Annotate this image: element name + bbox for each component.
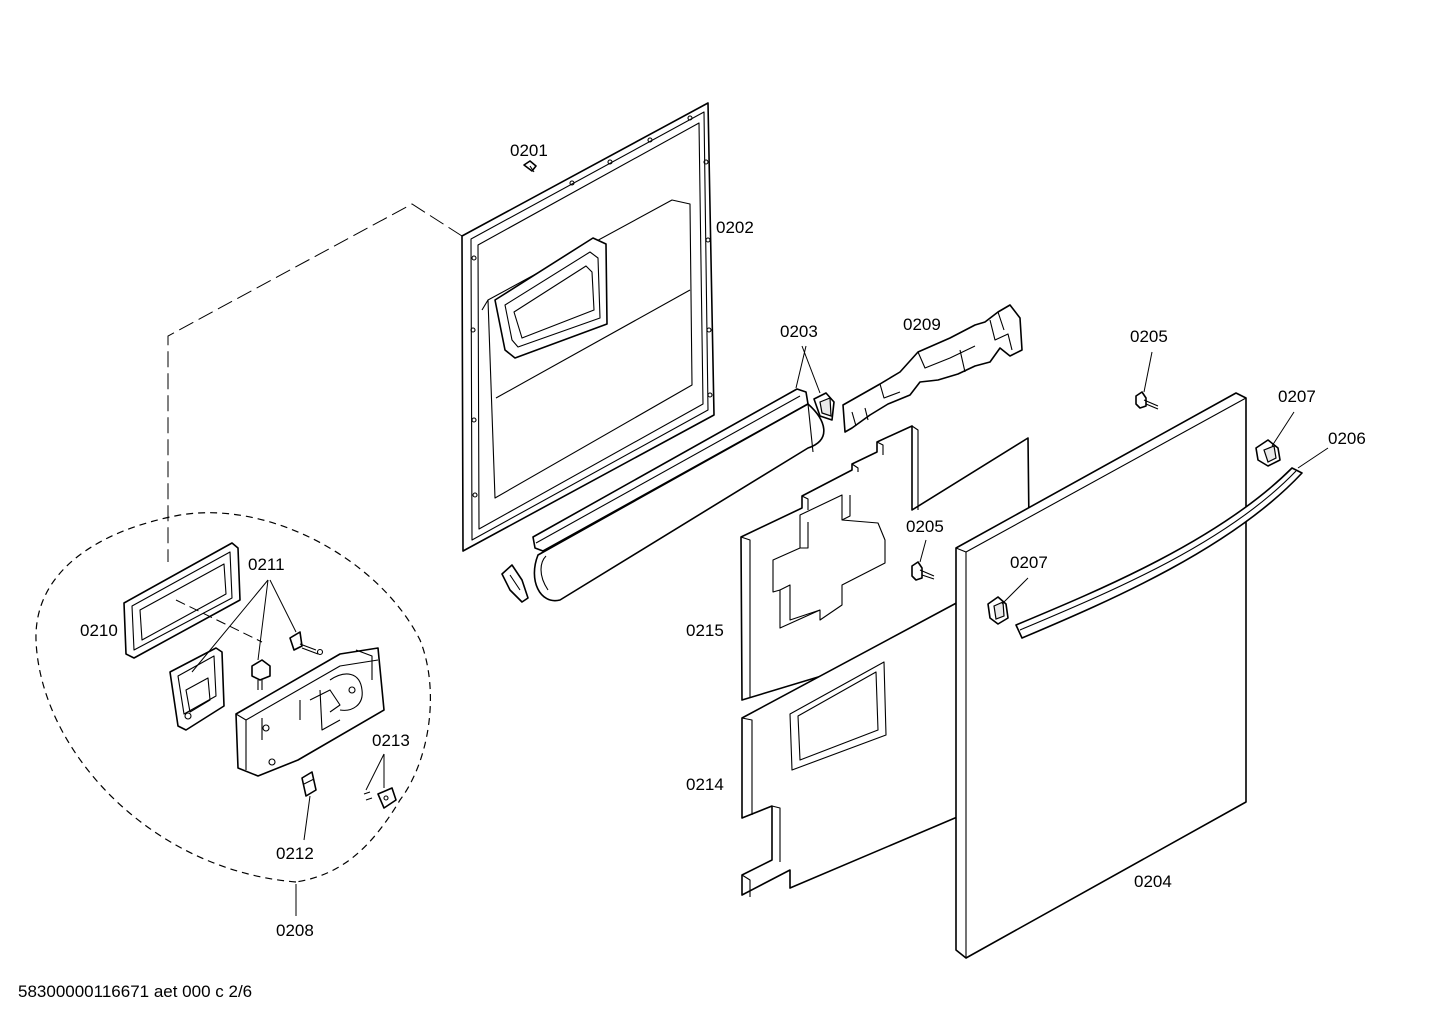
part-0212-latch [301,771,317,797]
part-0207-end-cap-upper [1255,439,1281,467]
callout-0205-lower: 0205 [906,517,944,536]
part-0206-handle [1015,467,1303,639]
part-0209-bracket [842,304,1023,433]
callout-0211: 0211 [248,555,285,574]
leader-0211-c [269,579,297,633]
callout-0204: 0204 [1134,872,1172,891]
callout-0215: 0215 [686,621,724,640]
callout-0205-upper: 0205 [1130,327,1168,346]
part-0205-screw-lower [911,561,935,581]
part-0203-clip-right [813,392,835,421]
callout-0207-lower: 0207 [1010,553,1048,572]
part-0204-outer-door-front [955,392,1247,959]
document-id: 58300000116671 aet 000 c 2/6 [18,982,252,1001]
leader-0207-upper [1271,411,1295,447]
callout-0214: 0214 [686,775,724,794]
callout-0202: 0202 [716,218,754,237]
leader-0211-a [191,579,269,673]
callout-0212: 0212 [276,844,314,863]
callout-0201: 0201 [510,141,548,160]
leader-0207-lower [1001,577,1029,605]
part-0211-lever [289,631,324,656]
part-0207-end-cap-lower [987,596,1009,625]
relation-line-0202-0210 [167,203,463,562]
part-0213-clip [363,787,397,809]
leader-0211-b [257,579,269,661]
part-0201-screw [523,160,537,173]
leader-0212 [303,795,311,841]
callout-0208: 0208 [276,921,314,940]
callout-0207-upper: 0207 [1278,387,1316,406]
part-0203-clip-left [501,564,529,603]
callout-0210: 0210 [80,621,118,640]
callout-0206: 0206 [1328,429,1366,448]
callout-0203: 0203 [780,322,818,341]
callout-0209: 0209 [903,315,941,334]
part-0211-cover [169,647,225,731]
part-0211-spring [251,659,271,690]
leader-0205-upper [1143,351,1153,393]
part-0210-gasket-frame [123,542,241,659]
part-0203-bottom-trim [532,388,825,602]
part-0205-screw-upper [1135,391,1159,410]
leader-0205-lower [919,539,927,563]
group-outline-0208 [35,512,432,883]
leader-0213-a [365,753,385,791]
leader-0210-dashed [175,599,263,643]
part-0202-inner-door-panel [461,102,715,552]
part-dispenser-module [235,647,385,777]
leader-0203-b [801,345,821,394]
callout-0213: 0213 [372,731,410,750]
leader-0206 [1297,447,1329,469]
